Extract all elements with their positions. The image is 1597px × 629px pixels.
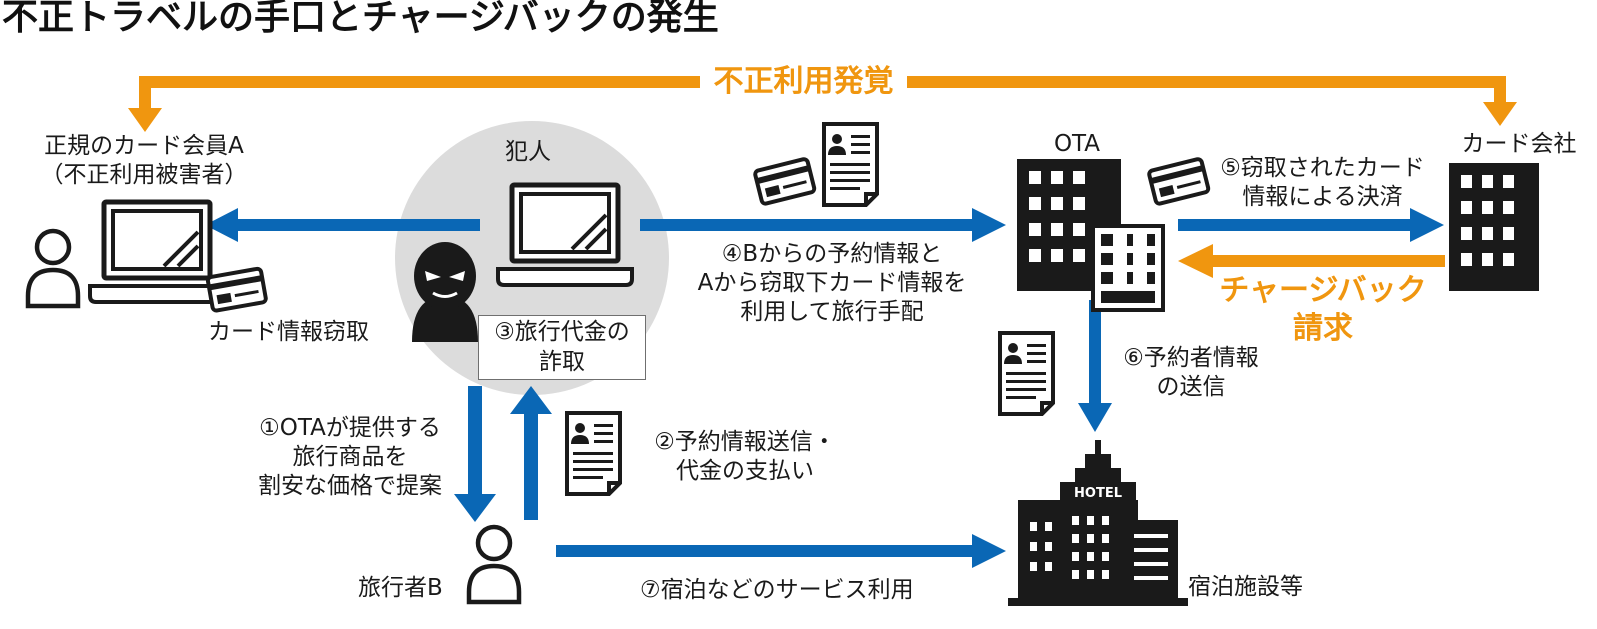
fraud-detect-bracket [128, 76, 1517, 132]
arrow-payment [524, 412, 538, 520]
criminal-label: 犯人 [505, 139, 551, 165]
criminal-icon [412, 242, 478, 342]
step2-label: ②予約情報送信・ 代金の支払い [634, 428, 856, 486]
arrow-chargeback [1213, 255, 1445, 267]
ota-label: OTA [1053, 131, 1101, 157]
step6-line1: ⑥予約者情報 [1123, 345, 1259, 371]
member-a-note: （不正利用被害者） [40, 162, 248, 188]
step5-line2: 情報による決済 [1242, 184, 1403, 210]
step4-line3: 利用して旅行手配 [740, 299, 924, 325]
step5-label: ⑤窃取されたカード 情報による決済 [1205, 154, 1440, 212]
fraud-detect-label: 不正利用発覚 [713, 64, 894, 99]
arrow-send-booker-info [1089, 300, 1101, 406]
step3-line2: 詐取 [539, 349, 585, 375]
step7-label: ⑦宿泊などのサービス利用 [640, 577, 914, 603]
member-a-person-icon [28, 231, 78, 306]
member-a-card-icon [205, 266, 269, 314]
hotel-sign-text: HOTEL [1074, 486, 1122, 501]
step1-label: ①OTAが提供する 旅行商品を 割安な価格で提案 [236, 414, 464, 501]
step6-label: ⑥予約者情報 の送信 [1106, 344, 1276, 402]
booking-doc-icon-top [822, 122, 879, 207]
step4-label: ④Bからの予約情報と Aから窃取下カード情報を 利用して旅行手配 [672, 240, 992, 327]
criminal-laptop-icon [498, 185, 632, 285]
step1-line2: 旅行商品を [292, 444, 408, 470]
booking-doc-icon-ota [998, 331, 1055, 416]
card-icon-top [752, 156, 818, 207]
hotel-building-icon: HOTEL [1008, 440, 1188, 606]
step1-line1: ①OTAが提供する [259, 415, 441, 441]
chargeback-label: チャージバック 請求 [1208, 272, 1438, 348]
card-company-building-icon [1449, 163, 1539, 291]
step5-line1: ⑤窃取されたカード [1220, 155, 1425, 181]
chargeback-line1: チャージバック [1219, 273, 1427, 308]
booking-doc-icon-traveler [565, 411, 622, 496]
step2-line1: ②予約情報送信・ [654, 429, 836, 455]
step3-line1: ③旅行代金の [494, 319, 630, 345]
arrow-proposal [468, 386, 482, 496]
member-a-laptop-icon [90, 202, 224, 302]
card-company-label: カード会社 [1461, 131, 1577, 157]
lodging-label: 宿泊施設等 [1188, 574, 1303, 600]
step3-box: ③旅行代金の 詐取 [478, 315, 646, 380]
card-icon-ota [1146, 156, 1212, 207]
arrow-settlement [1178, 219, 1413, 231]
diagram-title: 不正トラベルの手口とチャージバックの発生 [2, 0, 719, 38]
step4-line1: ④Bからの予約情報と [721, 241, 943, 267]
step4-line2: Aから窃取下カード情報を [697, 270, 967, 296]
chargeback-line2: 請求 [1293, 311, 1353, 346]
arrow-to-ota [640, 219, 975, 231]
traveler-b-person-icon [469, 527, 519, 602]
member-a-name: 正規のカード会員A [44, 133, 244, 159]
step1-line3: 割安な価格で提案 [258, 473, 442, 499]
card-theft-label: カード情報窃取 [208, 319, 369, 345]
step2-line2: 代金の支払い [676, 458, 814, 484]
ota-building-icon [1017, 159, 1165, 312]
arrow-card-theft [235, 219, 480, 231]
arrow-service-use [556, 545, 976, 557]
step6-line2: の送信 [1156, 374, 1226, 400]
flow-arrows [205, 208, 1445, 568]
member-a-label: 正規のカード会員A （不正利用被害者） [10, 132, 278, 190]
traveler-b-label: 旅行者B [358, 575, 443, 601]
